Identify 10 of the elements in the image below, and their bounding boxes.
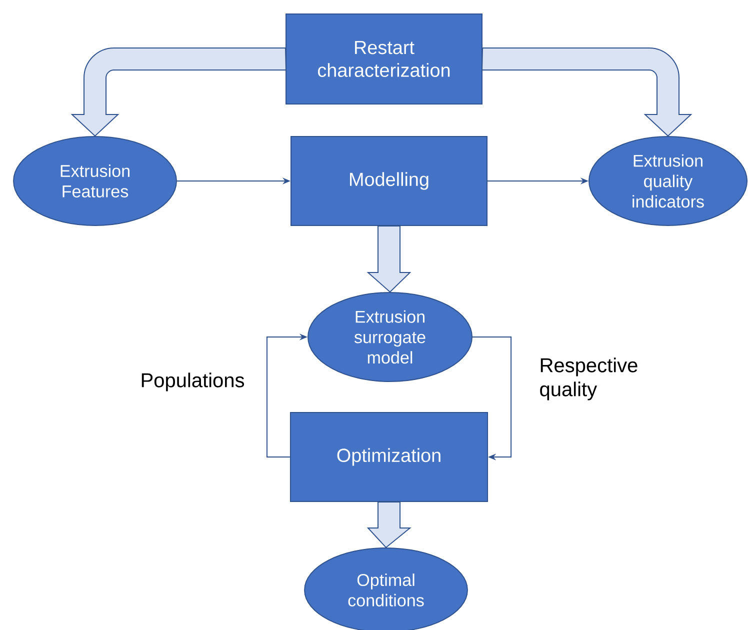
process-box: Modelling xyxy=(290,136,488,226)
block-arrow xyxy=(482,47,692,136)
edge-label: Respective quality xyxy=(540,358,638,400)
arrow xyxy=(472,336,512,460)
block-arrow xyxy=(366,226,412,293)
process-box: Restart characterization xyxy=(286,13,482,104)
edge-label: Populations xyxy=(142,372,244,392)
process-box: Optimization xyxy=(290,412,488,502)
block-arrow xyxy=(366,502,412,548)
block-arrow xyxy=(72,47,286,136)
